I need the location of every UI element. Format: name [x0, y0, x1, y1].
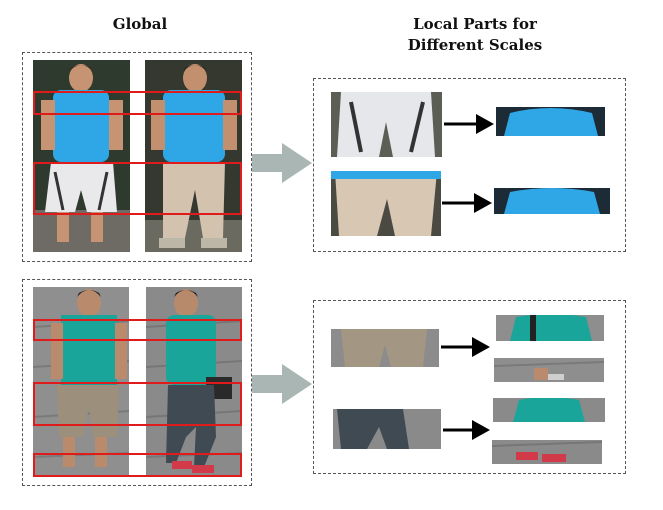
- crop-dark-jeans: [333, 409, 441, 449]
- crop-red-shoes: [492, 440, 602, 464]
- local-parts-title-line2: Different Scales: [407, 36, 543, 54]
- global-box-bottom: [22, 279, 252, 486]
- red-box-bottom-middle: [33, 382, 242, 426]
- crop-blue-shirt-1: [496, 107, 605, 136]
- crop-beige-pants: [331, 171, 441, 236]
- crop-feet-1: [494, 358, 604, 382]
- crop-blue-shirt-2: [494, 188, 610, 214]
- red-box-bottom-upper: [33, 319, 242, 341]
- red-box-top-lower: [33, 162, 242, 215]
- crop-teal-shirt-1: [496, 315, 604, 341]
- global-box-top: [22, 52, 252, 262]
- red-box-bottom-lower: [33, 453, 242, 477]
- local-parts-title: Local Parts for Different Scales: [375, 14, 575, 56]
- global-title: Global: [112, 15, 168, 33]
- crop-white-shorts: [331, 92, 442, 157]
- crop-khaki-shorts: [331, 329, 439, 367]
- red-box-top-upper: [33, 91, 242, 115]
- local-box-top: [313, 78, 626, 252]
- crop-teal-shirt-2: [493, 398, 605, 422]
- local-box-bottom: [313, 300, 626, 474]
- local-parts-title-line1: Local Parts for: [413, 15, 537, 33]
